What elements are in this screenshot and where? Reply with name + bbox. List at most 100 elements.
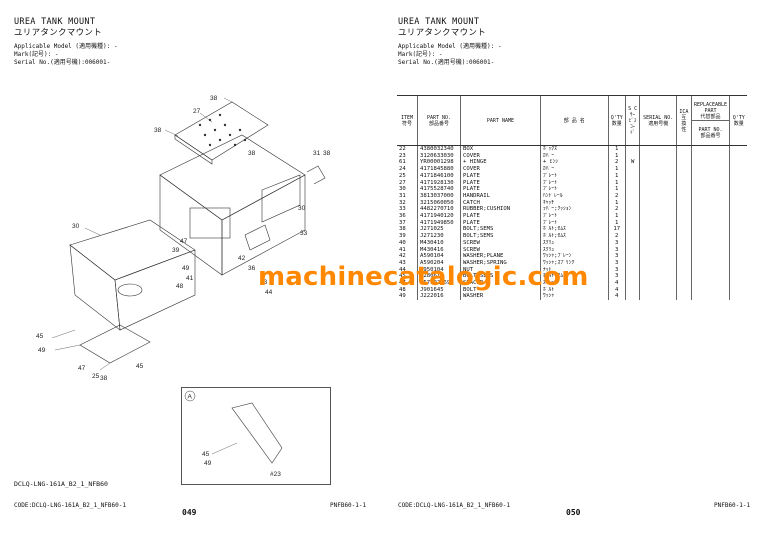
cell-jp-name: ﾎﾞﾙﾄ;ｾﾑｽ — [539, 273, 609, 281]
cell-jp-name: ｶﾊﾞｰ — [539, 152, 609, 160]
cell-sc — [624, 253, 640, 260]
svg-text:38: 38 — [248, 150, 256, 157]
svg-text:30: 30 — [72, 223, 80, 230]
cell-rep-qty — [729, 145, 747, 153]
page-title-en: UREA TANK MOUNT — [14, 17, 96, 27]
cell-part-no: J222016 — [416, 293, 461, 301]
cell-jp-name: ﾌﾟﾚｰﾄ — [539, 179, 609, 187]
cell-sc — [624, 186, 640, 193]
cell-rep-part-no — [690, 280, 730, 287]
svg-text:31: 31 — [313, 150, 321, 157]
cell-ica — [676, 253, 692, 260]
col-part-name: PART NAME — [460, 95, 541, 146]
svg-text:49: 49 — [204, 460, 212, 467]
cell-sc — [624, 280, 640, 287]
cell-part-no: YR00001298 — [416, 159, 461, 167]
svg-text:47: 47 — [180, 238, 188, 245]
cell-part-name: COVER — [460, 152, 541, 160]
cell-rep-qty — [729, 266, 747, 274]
cell-rep-part-no — [690, 259, 730, 267]
cell-qty: 1 — [607, 172, 626, 180]
svg-text:36: 36 — [248, 265, 256, 272]
cell-part-name: PLATE — [460, 213, 541, 220]
svg-text:43: 43 — [260, 279, 268, 286]
cell-sc — [624, 273, 640, 281]
col-jp-name: 部 品 名 — [539, 95, 609, 146]
svg-text:45: 45 — [202, 451, 210, 458]
cell-item: 24 — [399, 166, 406, 173]
page-title-en: UREA TANK MOUNT — [398, 17, 480, 27]
cell-part-name: BOLT — [460, 286, 541, 294]
parts-table: ITEM 符号 PART NO. 部品番号 PART NAME 部 品 名 Q'… — [397, 95, 747, 301]
cell-serial — [639, 152, 677, 160]
cell-jp-name: ﾌﾟﾚｰﾄ — [539, 213, 609, 220]
cell-item: 22 — [399, 146, 406, 152]
cell-item: 36 — [399, 213, 406, 220]
cell-rep-part-no — [690, 239, 730, 247]
cell-ica — [676, 246, 692, 254]
cell-rep-part-no — [690, 286, 730, 294]
cell-part-name: SCREW — [460, 246, 541, 254]
cell-part-name: PLATE — [460, 186, 541, 193]
svg-text:38: 38 — [100, 375, 108, 382]
cell-part-no: A590204 — [416, 259, 461, 267]
cell-serial — [639, 172, 677, 180]
cell-item: 33 — [399, 206, 406, 213]
cell-serial — [639, 280, 677, 287]
cell-part-name: COVER — [460, 166, 541, 173]
cell-sc — [624, 246, 640, 254]
cell-rep-qty — [729, 152, 747, 160]
cell-jp-name: ﾌﾟﾚｰﾄ — [539, 186, 609, 193]
cell-ica — [676, 266, 692, 274]
cell-part-name: WASHER;SPRING — [460, 259, 541, 267]
col-serial: SERIAL NO. 適用号機 — [639, 95, 677, 146]
svg-text:A: A — [188, 394, 193, 401]
cell-rep-qty — [729, 199, 747, 207]
right-page: UREA TANK MOUNT ユリアタンクマウント Applicable Mo… — [384, 0, 768, 544]
cell-rep-qty — [729, 286, 747, 294]
cell-jp-name: ﾎﾞﾙﾄ — [539, 286, 609, 294]
cell-part-name: WASHER;PLANE — [460, 253, 541, 260]
cell-item: 45 — [399, 273, 406, 280]
cell-serial — [639, 166, 677, 173]
cell-sc — [624, 179, 640, 187]
cell-jp-name: ﾎﾞﾙﾄ;ｾﾑｽ — [539, 226, 609, 234]
cell-part-no: 4171949850 — [416, 219, 461, 227]
cell-item: 61 — [399, 159, 406, 166]
cell-qty: 1 — [607, 179, 626, 187]
cell-rep-part-no — [690, 219, 730, 227]
cell-jp-name: ﾎﾞﾙﾄ;ｾﾑｽ — [539, 233, 609, 240]
replaceable-header: REPLACEABLE PART 代替部品 — [692, 102, 730, 121]
cell-rep-part-no — [690, 233, 730, 240]
cell-sc — [624, 266, 640, 274]
cell-part-no: J280610 — [416, 273, 461, 281]
cell-qty: 1 — [607, 219, 626, 227]
cell-part-name: + HINGE — [460, 159, 541, 167]
left-page: UREA TANK MOUNT ユリアタンクマウント Applicable Mo… — [14, 17, 366, 518]
cell-rep-qty — [729, 253, 747, 260]
cell-serial — [639, 199, 677, 207]
cell-qty: 4 — [607, 286, 626, 294]
svg-text:49: 49 — [38, 347, 46, 354]
cell-part-no: 4171940120 — [416, 213, 461, 220]
cell-sc — [624, 192, 640, 200]
page-title-jp: ユリアタンクマウント — [398, 28, 487, 38]
detail-view-frame: A 45 49 #23 — [181, 387, 331, 485]
cell-rep-qty — [729, 192, 747, 200]
cell-serial — [639, 266, 677, 274]
cell-rep-part-no — [690, 159, 730, 167]
cell-qty: 2 — [607, 206, 626, 214]
cell-serial — [639, 293, 677, 301]
cell-item: 38 — [399, 226, 406, 233]
cell-part-name: BOX — [460, 145, 541, 153]
applicable-model: Applicable Model (適用機種): - — [398, 43, 502, 50]
svg-text:39: 39 — [172, 247, 180, 254]
